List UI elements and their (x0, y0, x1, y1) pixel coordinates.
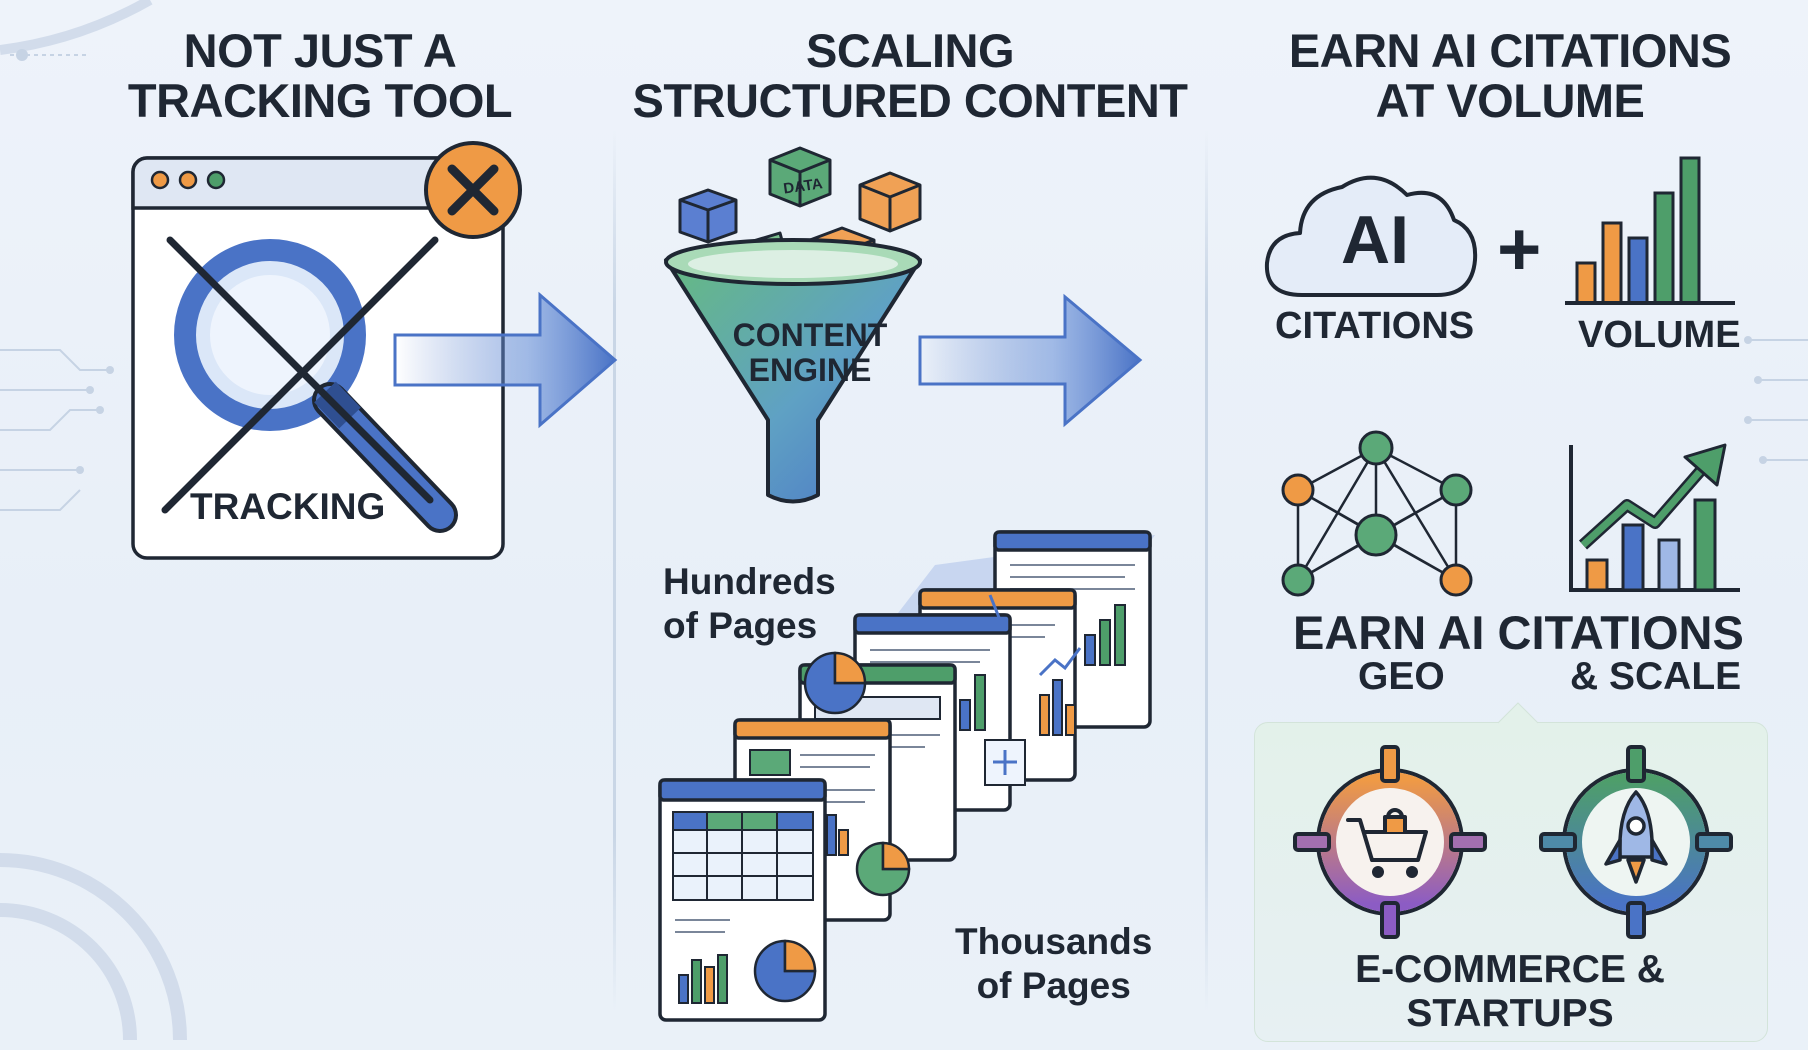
panel-pointer (1497, 702, 1539, 724)
column-2-title-line1: SCALING (806, 24, 1015, 77)
hundreds-line2: of Pages (663, 605, 818, 646)
plus-sign: + (1497, 207, 1542, 292)
network-graph-icon (1281, 430, 1473, 597)
arrow-right-icon-2 (918, 293, 1143, 428)
funnel-icon (664, 238, 922, 504)
column-divider-2 (1205, 130, 1208, 1010)
thousands-line2: of Pages (976, 965, 1131, 1006)
thousands-of-pages-label: Thousands of Pages (955, 920, 1152, 1008)
rocket-target-icon (1539, 745, 1733, 939)
arrow-right-icon (393, 291, 618, 429)
column-divider-1 (613, 130, 616, 1010)
bar-chart-icon (1565, 156, 1735, 305)
column-3-title-line2: AT VOLUME (1375, 74, 1645, 127)
column-3-title-line1: EARN AI CITATIONS (1288, 24, 1732, 77)
cloud-icon (1264, 175, 1478, 297)
geo-heading: EARN AI CITATIONS (1293, 606, 1744, 659)
cross-out-icon (161, 236, 439, 514)
hundreds-line1: Hundreds (663, 561, 836, 602)
growth-chart-icon (1569, 443, 1740, 592)
volume-label: VOLUME (1578, 314, 1741, 356)
column-1-title: NOT JUST A TRACKING TOOL (70, 26, 570, 126)
funnel-label-line1: CONTENT (732, 317, 888, 353)
hundreds-of-pages-label: Hundreds of Pages (663, 560, 836, 648)
column-3-title: EARN AI CITATIONS AT VOLUME (1230, 26, 1790, 126)
citations-label: CITATIONS (1275, 305, 1475, 347)
thousands-line1: Thousands (955, 921, 1153, 962)
arc-decoration-top-left (0, 0, 153, 61)
data-cube-label: DATA (782, 175, 824, 197)
column-2-title-line2: STRUCTURED CONTENT (632, 74, 1188, 127)
funnel-label: CONTENT ENGINE (700, 318, 920, 388)
sectors-label-line1: E-COMMERCE & (1355, 948, 1665, 991)
column-1-title-line2: TRACKING TOOL (127, 74, 513, 127)
tracking-label: TRACKING (190, 486, 386, 527)
funnel-label-line2: ENGINE (748, 352, 872, 388)
arc-decoration-bottom-left (0, 853, 187, 1041)
circuit-decoration-left (0, 349, 114, 511)
circuit-decoration-right (1744, 336, 1808, 464)
column-2-title: SCALING STRUCTURED CONTENT (620, 26, 1200, 126)
page-stack-icon (658, 530, 1155, 1022)
shopping-cart-target-icon (1293, 745, 1487, 939)
close-icon (424, 141, 522, 239)
geo-label: GEO (1358, 655, 1445, 698)
ai-cloud-text: AI (1341, 202, 1409, 278)
sectors-label: E-COMMERCE & STARTUPS (1254, 948, 1766, 1036)
column-1-title-line1: NOT JUST A (183, 24, 457, 77)
scale-label: & SCALE (1570, 655, 1742, 698)
sectors-label-line2: STARTUPS (1406, 992, 1614, 1035)
